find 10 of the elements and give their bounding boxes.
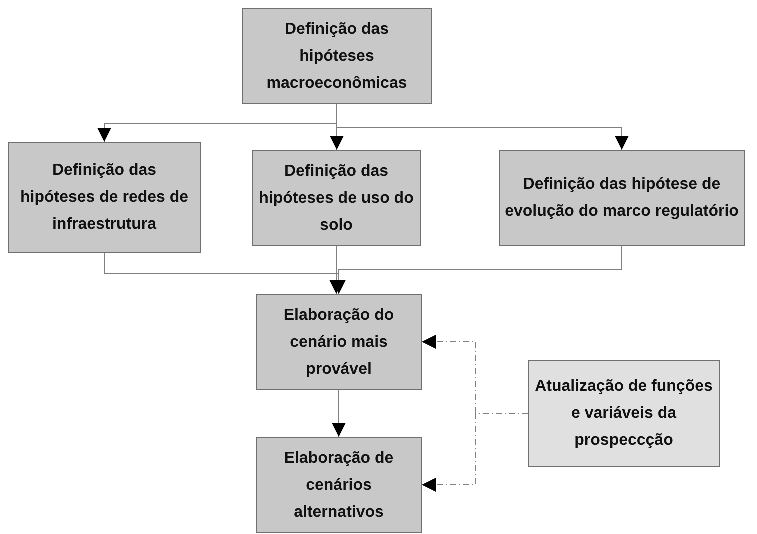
process-box: Elaboração de cenários alternativos xyxy=(256,437,422,533)
arrow xyxy=(422,413,528,492)
process-box: Definição das hipóteses de uso do solo xyxy=(252,150,421,246)
arrow xyxy=(332,390,346,438)
process-box: Definição das hipóteses de redes de infraestrutura xyxy=(8,142,201,253)
arrow xyxy=(336,104,629,150)
process-box: Elaboração do cenário mais provável xyxy=(256,294,422,390)
process-box: Atualização de funções e variáveis da prospeccção xyxy=(528,360,720,467)
process-box: Definição das hipóteses macroeconômicas xyxy=(242,8,432,104)
process-box: Definição das hipótese de evolução do marco regulatório xyxy=(499,150,745,246)
